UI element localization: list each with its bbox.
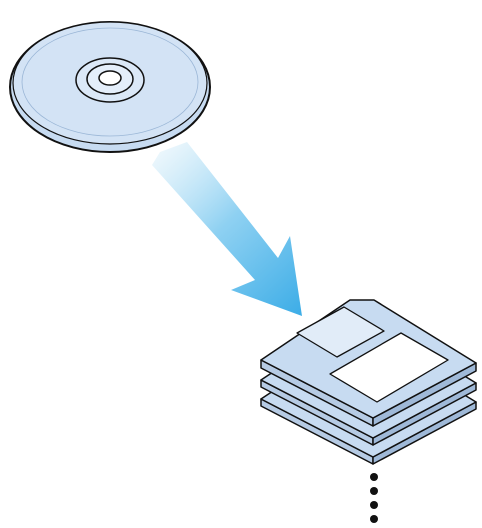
- floppy-disk-stack-icon: [261, 300, 476, 464]
- cd-disc-icon: [10, 22, 210, 152]
- vertical-ellipsis-icon: [370, 473, 378, 523]
- down-right-arrow-icon: [152, 142, 302, 316]
